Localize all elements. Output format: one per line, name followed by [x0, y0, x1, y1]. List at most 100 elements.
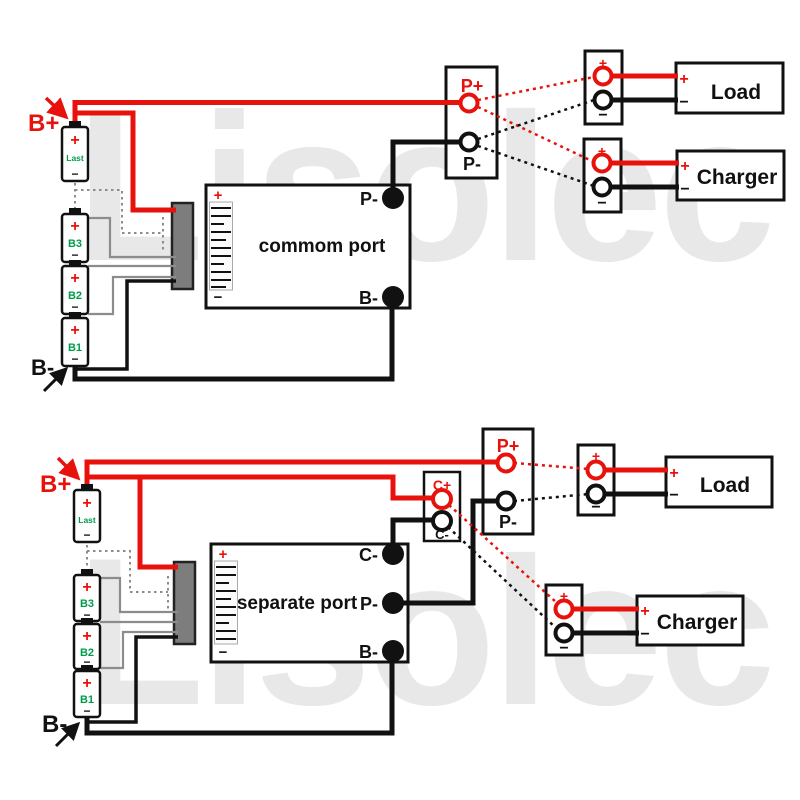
- pplus-label: P+: [497, 436, 520, 456]
- battery-minus-mark: −: [83, 608, 90, 622]
- load-connector-plus: +: [599, 55, 607, 71]
- bms-minus-mark: −: [219, 644, 228, 661]
- bms-bminus-terminal: [382, 640, 404, 662]
- load-connector-minus: −: [591, 499, 600, 516]
- charger-connector-plus: +: [560, 588, 568, 604]
- bms-plus-mark: +: [219, 546, 228, 563]
- load-minus-mark: −: [679, 94, 688, 111]
- bplus-label: B+: [40, 471, 71, 498]
- battery-label: B3: [80, 598, 94, 610]
- bms-terminal-pminus-label: P-: [360, 594, 378, 614]
- battery-label: B1: [68, 342, 82, 354]
- diagram-separate-port: + − separate port C- P- B- P+ P- C+ C- +…: [40, 427, 774, 748]
- charger-plus-terminal: [591, 152, 613, 174]
- charger-box: [675, 149, 786, 202]
- load-plus-terminal: [592, 65, 614, 87]
- wire-bmscminus-to-cminus: [390, 517, 434, 554]
- battery-label: B2: [68, 290, 82, 302]
- charger-connector-minus: −: [597, 195, 606, 212]
- bplus-arrow: [44, 96, 69, 120]
- battery-minus-mark: −: [83, 655, 90, 669]
- wire-bplus-to-cplus: [87, 474, 434, 501]
- load-connector: [583, 49, 624, 126]
- charger-plus-mark: +: [680, 158, 689, 175]
- bms-plus-mark: +: [214, 187, 223, 204]
- load-box: [664, 455, 774, 509]
- dotted-cplus-charger: [448, 504, 558, 604]
- load-minus-terminal: [585, 483, 607, 505]
- wire-bminus-main: [84, 651, 395, 736]
- charger-label: Charger: [697, 166, 778, 189]
- charger-minus-terminal: [553, 622, 575, 644]
- battery-last: + Last −: [60, 121, 90, 183]
- pminus-terminal: [458, 131, 480, 153]
- load-minus-terminal: [592, 89, 614, 111]
- pminus-terminal: [495, 490, 517, 512]
- charger-connector-plus: +: [598, 143, 606, 159]
- load-connector-minus: −: [598, 107, 607, 124]
- charger-connector-minus: −: [559, 640, 568, 657]
- bms-pminus-terminal: [382, 187, 404, 209]
- battery-label: B3: [68, 238, 82, 250]
- bplus-arrow: [56, 456, 81, 481]
- bms-pminus-terminal: [382, 592, 404, 614]
- battery-last: + Last −: [72, 484, 102, 544]
- bms-pin-lines: [211, 207, 231, 288]
- balance-wire-b2-b1: [100, 630, 178, 670]
- wire-bplus-to-bms: [137, 477, 178, 570]
- cplus-terminal: [431, 488, 453, 510]
- battery-b2: + B2 −: [72, 618, 102, 671]
- bminus-label: B-: [31, 355, 54, 380]
- battery-minus-mark: −: [83, 528, 90, 542]
- battery-minus-mark: −: [71, 352, 78, 366]
- battery-label: Last: [78, 515, 96, 525]
- charger-box: [635, 594, 745, 647]
- wire-bminus-main: [72, 297, 395, 382]
- balance-wire-b2-b1: [88, 275, 176, 316]
- load-connector-plus: +: [592, 448, 600, 464]
- bms-minus-mark: −: [214, 289, 223, 306]
- bms-board: [204, 183, 412, 310]
- battery-b1: + B1 −: [72, 665, 102, 719]
- bms-terminal-bminus-label: B-: [359, 642, 378, 662]
- charger-label: Charger: [657, 611, 738, 634]
- diagram-common-port: + − commom port P- B- P+ P- + − + − Load…: [28, 49, 786, 393]
- pplus-label: P+: [461, 76, 484, 96]
- battery-b3: + B3 −: [60, 208, 90, 264]
- bms-board: [209, 542, 410, 664]
- load-box: [674, 61, 785, 115]
- battery-label: B1: [80, 694, 94, 706]
- bms-cminus-terminal: [382, 543, 404, 565]
- battery-plus-mark: +: [70, 218, 79, 235]
- battery-plus-mark: +: [82, 628, 91, 645]
- balance-connector-block: [170, 201, 195, 291]
- bminus-arrow: [54, 721, 81, 748]
- pminus-label: P-: [463, 154, 481, 174]
- load-plus-terminal: [585, 459, 607, 481]
- wire-bplus-to-bms: [75, 110, 176, 213]
- sense-dotted-route: [75, 189, 163, 234]
- battery-plus-mark: +: [82, 675, 91, 692]
- battery-plus-mark: +: [70, 132, 79, 149]
- battery-b3: + B3 −: [72, 569, 102, 623]
- bms-terminal-cminus-label: C-: [359, 545, 378, 565]
- charger-minus-mark: −: [640, 626, 649, 643]
- dotted-pplus-charger: [477, 105, 595, 164]
- pplus-terminal: [495, 452, 517, 474]
- cminus-terminal: [431, 510, 453, 532]
- battery-plus-mark: +: [70, 270, 79, 287]
- output-terminal-block: [444, 65, 499, 180]
- battery-plus-mark: +: [82, 579, 91, 596]
- charger-minus-mark: −: [680, 181, 689, 198]
- battery-b1: + B1 −: [60, 312, 90, 368]
- bplus-label: B+: [28, 110, 59, 137]
- balance-wire-b3-plus: [100, 576, 178, 614]
- bms-terminal-bminus-label: B-: [359, 288, 378, 308]
- bminus-arrow: [42, 366, 69, 393]
- dotted-pplus-load: [477, 75, 595, 102]
- battery-minus-mark: −: [71, 167, 78, 181]
- charger-plus-mark: +: [640, 603, 649, 620]
- load-label: Load: [711, 81, 761, 104]
- charger-connector: [582, 137, 623, 214]
